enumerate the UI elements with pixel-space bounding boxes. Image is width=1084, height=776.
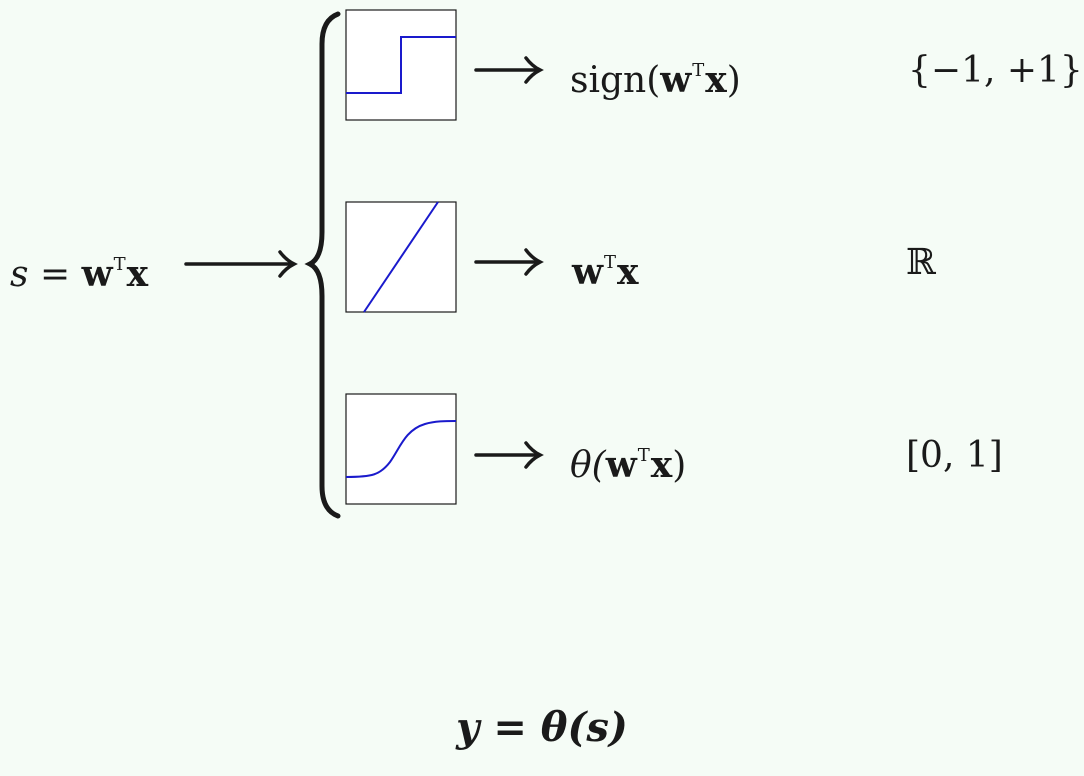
- branch-2-w: w: [572, 251, 603, 293]
- linear-icon: [363, 201, 439, 313]
- branch-3-w: w: [605, 444, 637, 486]
- branch-1-w: w: [660, 59, 692, 101]
- input-vector-w: w: [81, 253, 113, 295]
- branch-3-suffix: ): [672, 445, 687, 486]
- branch-3-range: [0, 1]: [906, 435, 1003, 476]
- branch-1-suffix: ): [726, 60, 741, 101]
- branch-3-prefix: θ(: [570, 445, 606, 486]
- branch-1-output: sign(wTx): [570, 46, 741, 106]
- sigmoid-function-box: [345, 393, 457, 505]
- branch-arrow-3: [474, 441, 544, 469]
- branch-2-range: ℝ: [906, 242, 936, 283]
- branch-3-t: T: [637, 445, 650, 466]
- branch-arrow-2: [474, 248, 544, 276]
- step-function-box: [345, 9, 457, 121]
- branch-1-t: T: [692, 60, 705, 81]
- step-icon: [346, 36, 456, 94]
- main-arrow: [184, 250, 298, 278]
- branch-arrow-1: [474, 56, 544, 84]
- branch-2-output: wTx: [572, 238, 638, 298]
- input-equals: =: [39, 254, 71, 295]
- branch-1-prefix: sign(: [570, 60, 661, 101]
- branch-1-range: {−1, +1}: [908, 50, 1083, 91]
- linear-function-box: [345, 201, 457, 313]
- input-vector-x: x: [126, 253, 149, 295]
- sigmoid-icon: [345, 420, 457, 478]
- input-lhs: s: [10, 254, 29, 295]
- input-expression: s = wTx: [10, 240, 148, 300]
- branch-3-x: x: [650, 444, 673, 486]
- branch-2-t: T: [604, 252, 617, 273]
- branch-2-x: x: [617, 251, 639, 293]
- input-transpose: T: [113, 254, 126, 275]
- bottom-formula: y = θ(s): [456, 704, 628, 751]
- left-brace: [304, 11, 341, 519]
- branch-1-x: x: [705, 59, 727, 101]
- branch-3-output: θ(wTx): [570, 431, 686, 491]
